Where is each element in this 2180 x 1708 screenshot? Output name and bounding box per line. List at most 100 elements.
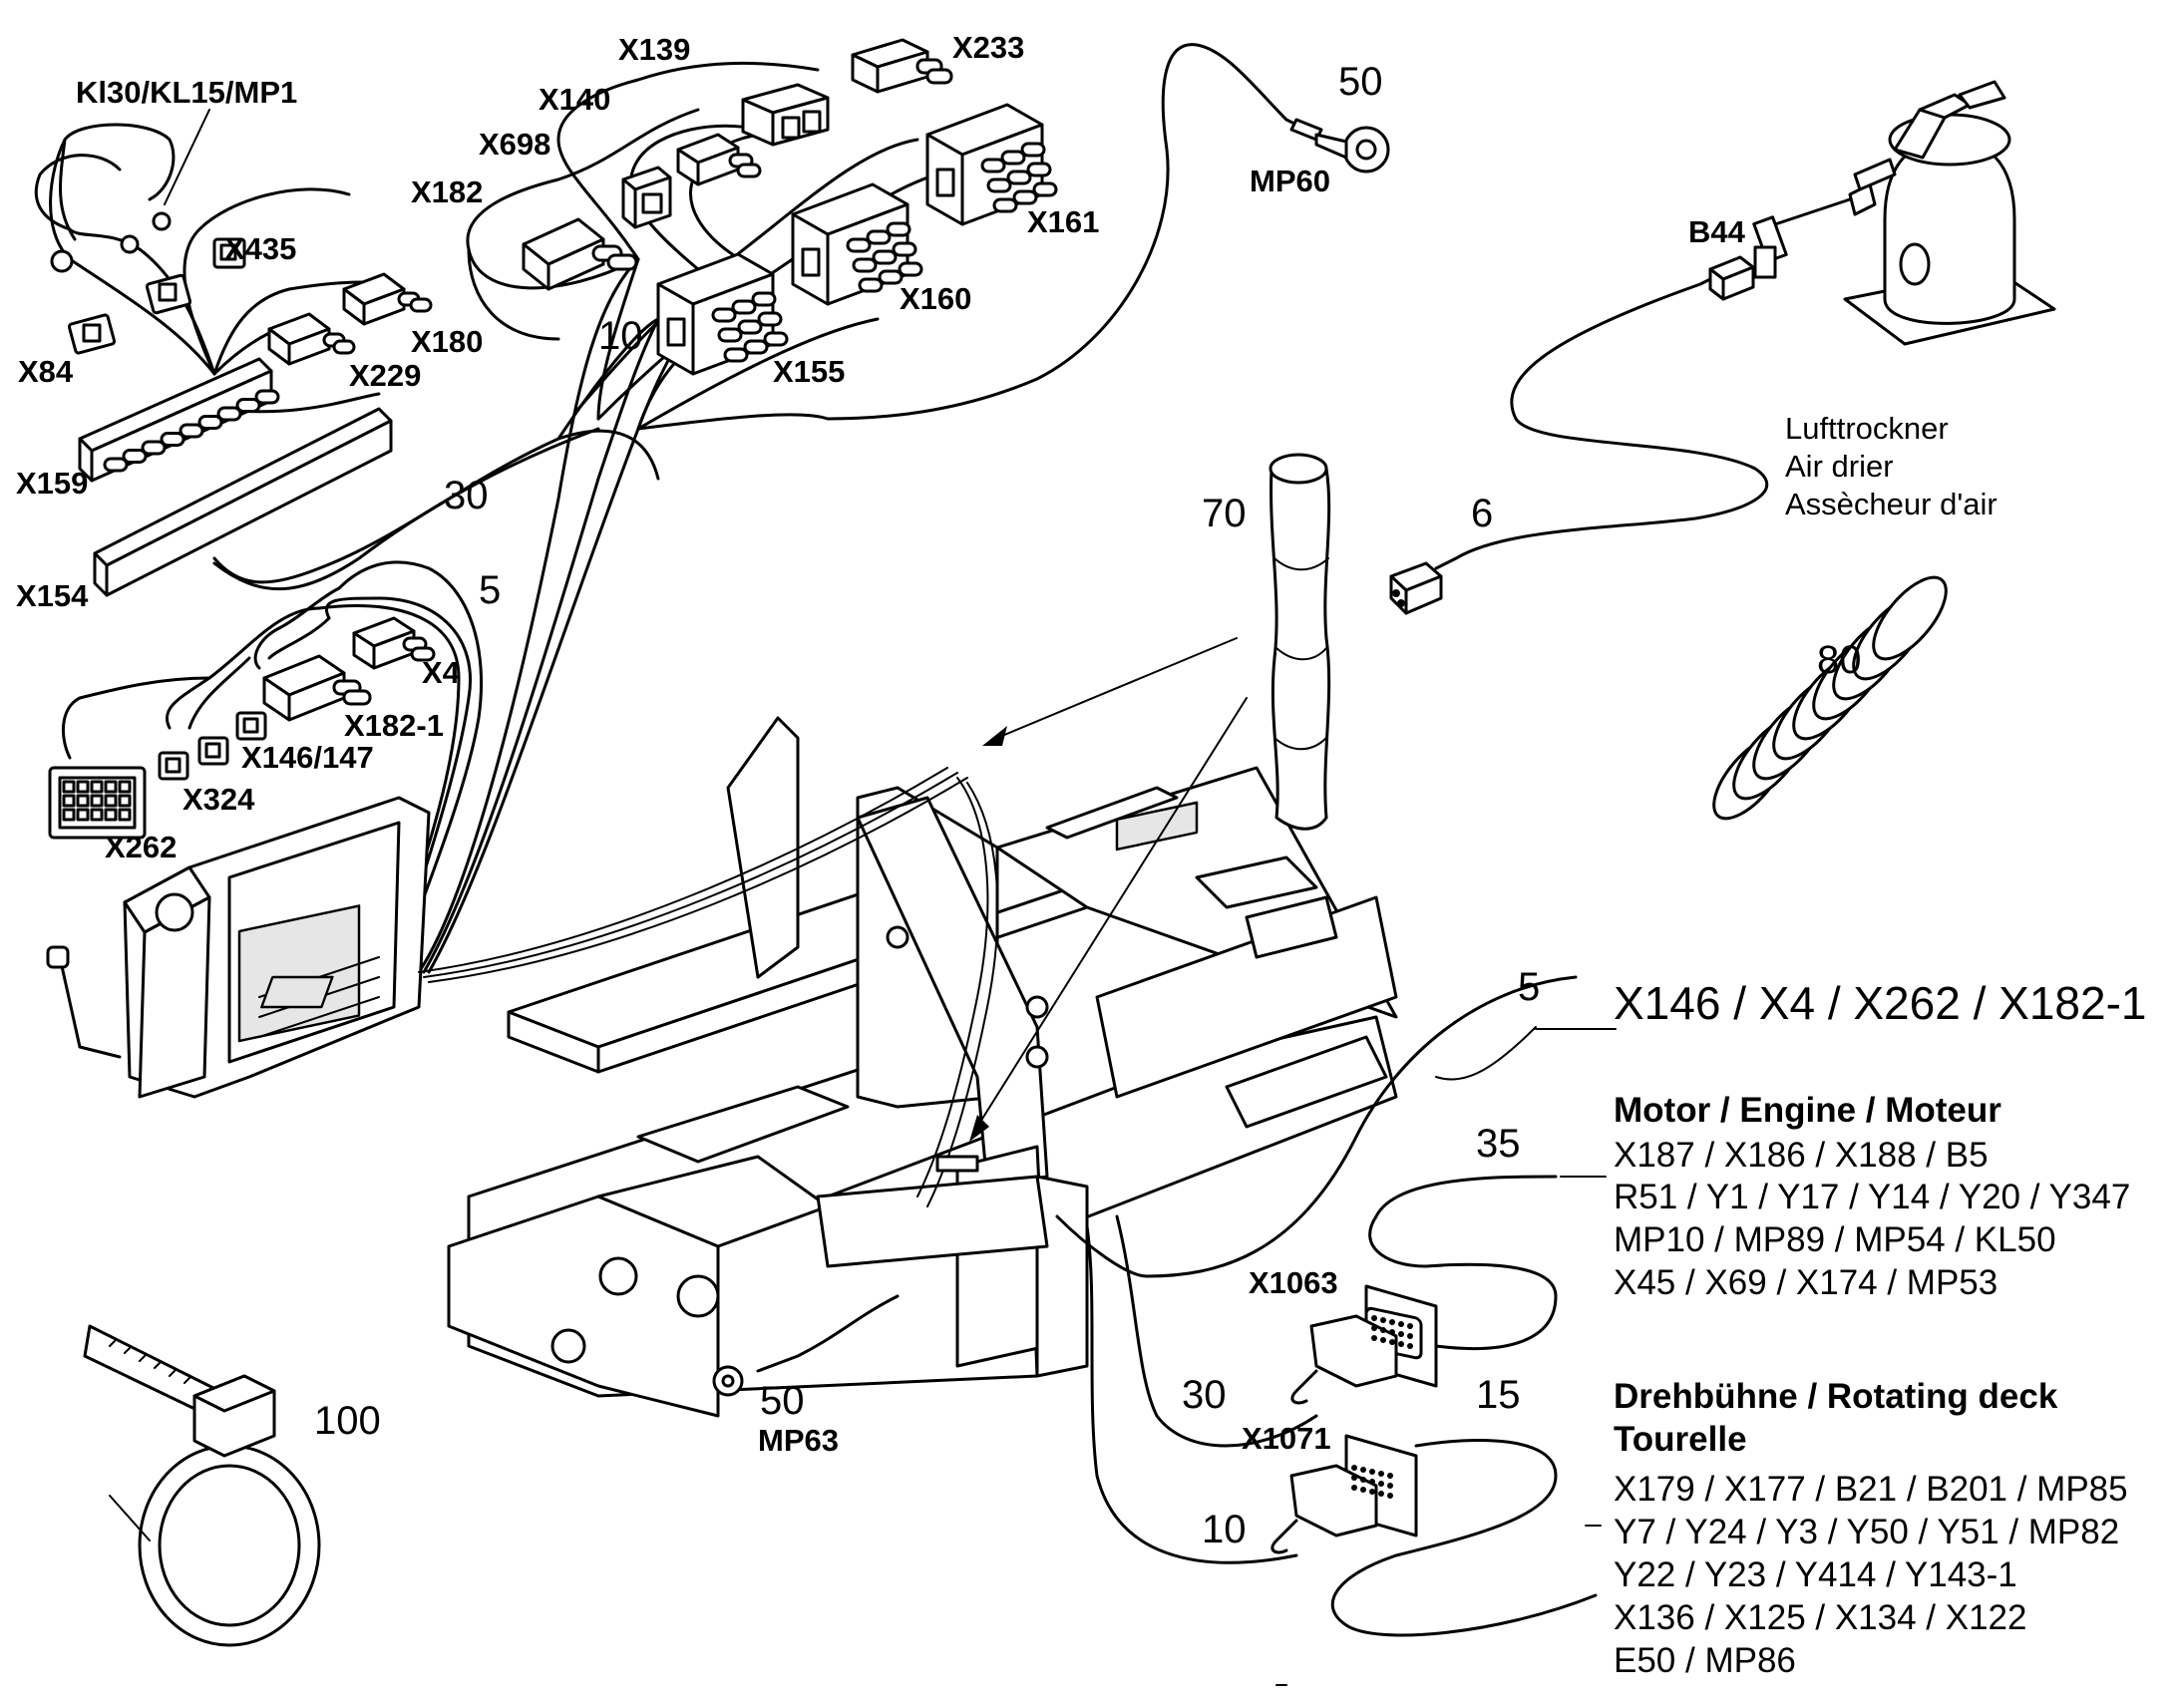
connector-pin — [846, 237, 872, 253]
item-35: 35 — [1476, 1122, 1521, 1166]
label-x229: X229 — [349, 358, 421, 393]
connector-pin — [1371, 1335, 1377, 1341]
label-x140: X140 — [539, 82, 610, 117]
connector-pin — [717, 327, 743, 343]
connector-x155 — [656, 252, 789, 376]
label-x160: X160 — [900, 281, 971, 316]
item-50-bottom: 50 — [760, 1379, 805, 1423]
item-5-right: 5 — [1518, 965, 1540, 1009]
connector-x139 — [741, 83, 830, 147]
connector-pin — [980, 158, 1006, 173]
label-mp63: MP63 — [758, 1423, 839, 1458]
labels: Kl30/KL15/MP1 X435 X84 X180 X229 X159 X1… — [16, 30, 2146, 1680]
label-mp60: MP60 — [1250, 164, 1330, 198]
connector-pin — [1387, 1493, 1393, 1499]
connector-cell — [62, 808, 76, 822]
label-x435: X435 — [224, 231, 296, 266]
connector-pin — [1407, 1343, 1413, 1349]
connector-x160 — [791, 182, 923, 306]
item-50-top: 50 — [1338, 60, 1383, 104]
connector-cell — [76, 780, 90, 794]
spring-coil — [1872, 575, 1948, 661]
item-70: 70 — [1202, 492, 1247, 535]
connector-x4 — [352, 616, 436, 670]
connector-pin — [235, 398, 261, 413]
connector-x435 — [212, 237, 246, 269]
item-30-left: 30 — [444, 474, 489, 517]
lower-right-cables — [1055, 975, 1598, 1637]
connector-cell — [118, 780, 132, 794]
connector-pin — [1012, 189, 1038, 205]
connector-pin — [1398, 1331, 1404, 1337]
connector-pin — [1360, 1487, 1366, 1493]
connector-cell — [90, 794, 104, 808]
label-x1063: X1063 — [1249, 1265, 1338, 1300]
connector-pin — [757, 311, 783, 327]
connector-pin — [1407, 1323, 1413, 1329]
connector-x233 — [851, 38, 953, 94]
ring-terminal-mp60 — [1284, 118, 1390, 173]
connector-pin — [1398, 1321, 1404, 1327]
ground-cable-mp63 — [712, 1294, 900, 1397]
connector-x146-147 — [197, 711, 267, 766]
connector-pin — [1351, 1475, 1357, 1481]
item-15: 15 — [1476, 1373, 1521, 1417]
label-x84: X84 — [18, 354, 74, 389]
connector-pin — [872, 249, 898, 265]
connector-pin — [1371, 1315, 1377, 1321]
connector-pin — [711, 307, 737, 323]
connector-pin — [1387, 1473, 1393, 1479]
connector-pin — [141, 440, 167, 456]
connector-cell — [118, 794, 132, 808]
engine-line-4: X45 / X69 / X174 / MP53 — [1614, 1263, 1998, 1302]
label-x698: X698 — [479, 127, 550, 162]
machine-frame — [260, 716, 1398, 1418]
connector-x180 — [342, 272, 433, 326]
connector-pin — [1378, 1471, 1384, 1477]
air-drier-fr: Assècheur d'air — [1785, 487, 1998, 521]
connector-pin — [886, 221, 911, 237]
item-100: 100 — [314, 1399, 381, 1443]
engine-title: Motor / Engine / Moteur — [1614, 1091, 2001, 1130]
connector-pin — [1351, 1465, 1357, 1471]
deck-line-3: Y22 / Y23 / Y414 / Y143-1 — [1614, 1555, 2017, 1594]
connector-pin — [254, 389, 280, 405]
label-x233: X233 — [952, 30, 1024, 65]
connector-pin — [1380, 1317, 1386, 1323]
connector-6 — [1389, 561, 1443, 615]
connector-pin — [179, 423, 204, 439]
engine-line-2: R51 / Y1 / Y17 / Y14 / Y20 / Y347 — [1614, 1178, 2130, 1216]
air-drier-de: Lufttrockner — [1785, 411, 1949, 446]
connector-x154 — [93, 407, 393, 597]
connector-cell — [104, 794, 118, 808]
deck-title-1: Drehbühne / Rotating deck — [1614, 1377, 2058, 1416]
connector-x1063 — [1290, 1284, 1438, 1405]
harness-5-caption: X146 / X4 / X262 / X182-1 — [1614, 977, 2146, 1029]
connector-pin — [1407, 1333, 1413, 1339]
connector-pin — [992, 197, 1018, 213]
connector-cell — [90, 780, 104, 794]
connector-pin — [1378, 1491, 1384, 1497]
connector-pin — [743, 339, 769, 355]
connector-cell — [62, 780, 76, 794]
label-x161: X161 — [1027, 204, 1099, 239]
connector-cell — [90, 808, 104, 822]
item-6: 6 — [1471, 492, 1493, 535]
connector-pin — [731, 299, 757, 315]
connector-x698 — [621, 166, 672, 229]
cable-tie-100 — [83, 1324, 321, 1647]
connector-pin — [197, 415, 223, 430]
connector-x182 — [522, 217, 638, 291]
connector-pin — [1389, 1329, 1395, 1335]
label-x146-147: X146/147 — [241, 740, 374, 775]
label-x1071: X1071 — [1242, 1421, 1331, 1456]
item-10-bottom: 10 — [1202, 1508, 1247, 1551]
air-drier-en: Air drier — [1785, 449, 1894, 484]
connector-pin — [1389, 1339, 1395, 1345]
deck-line-1: X179 / X177 / B21 / B201 / MP85 — [1614, 1470, 2128, 1509]
connector-pin — [1351, 1485, 1357, 1491]
connector-pin — [1369, 1479, 1375, 1485]
connector-pin — [1380, 1337, 1386, 1343]
connector-x182-1 — [262, 654, 372, 722]
